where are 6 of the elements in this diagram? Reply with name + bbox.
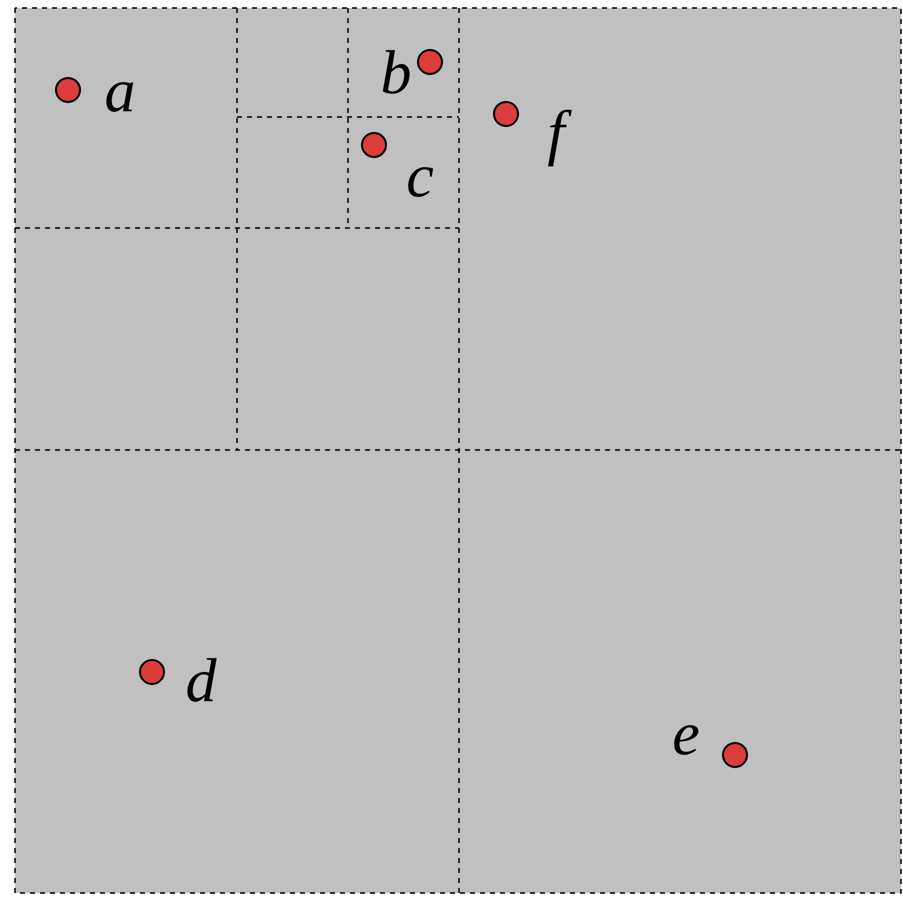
point-label: d	[187, 658, 217, 702]
point-label: a	[106, 82, 134, 112]
point-label: f	[548, 110, 572, 166]
point-label: b	[382, 50, 410, 94]
point-label: c	[408, 167, 434, 197]
point-label: e	[674, 725, 698, 755]
